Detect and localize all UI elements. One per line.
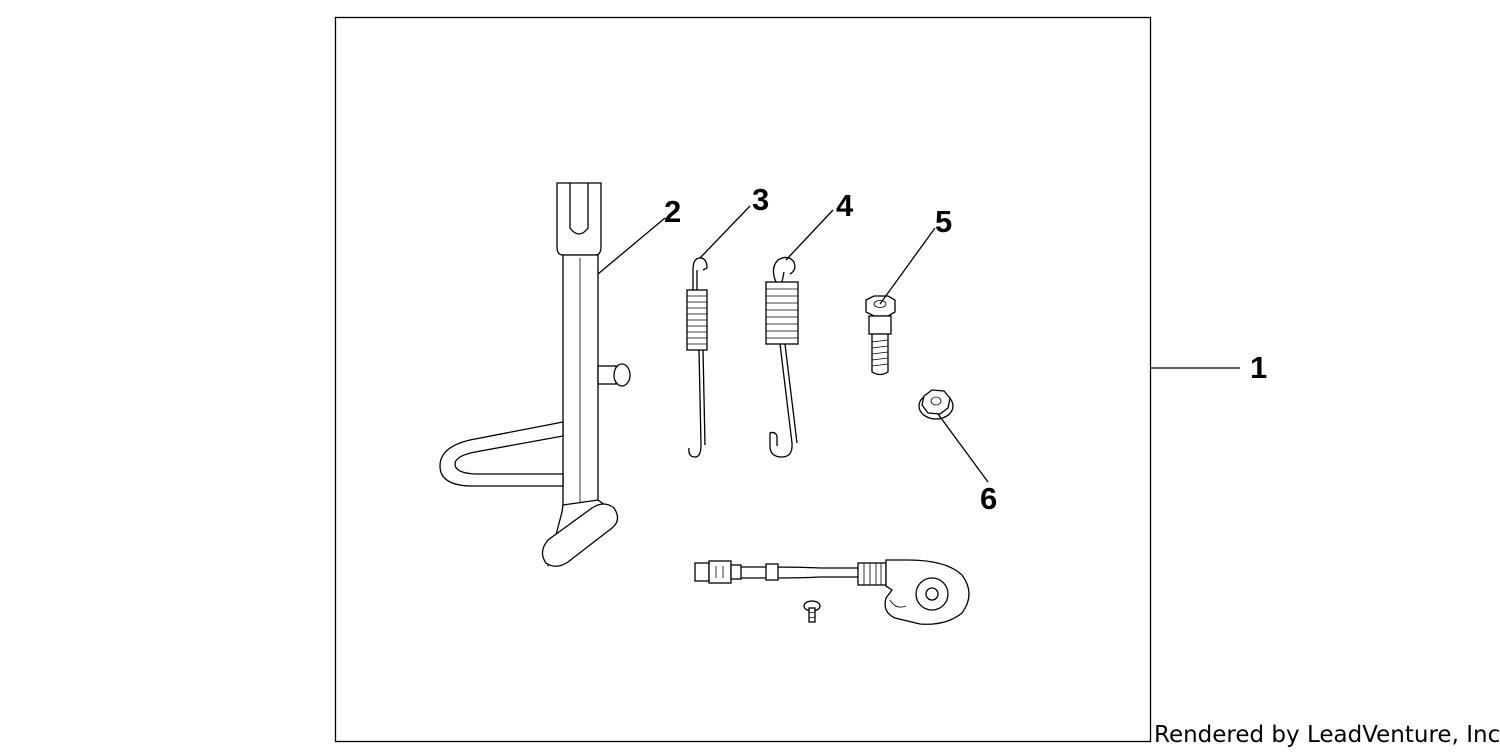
callout-5[interactable]: 5: [935, 204, 952, 239]
side-stand-drawing[interactable]: [439, 182, 631, 568]
leader-4: [699, 205, 751, 259]
bolt-drawing[interactable]: [865, 295, 896, 376]
leader-5: [879, 227, 936, 305]
nut-drawing[interactable]: [918, 389, 954, 420]
switch-drawing[interactable]: [694, 559, 970, 625]
screw-drawing[interactable]: [803, 600, 821, 623]
leader-2: [597, 217, 666, 275]
leader-6: [937, 413, 989, 483]
leader-3: [785, 209, 834, 261]
callout-1[interactable]: 1: [1250, 350, 1267, 385]
spring-long-drawing[interactable]: [765, 256, 799, 458]
callout-2[interactable]: 2: [664, 194, 681, 229]
spring-short-drawing[interactable]: [686, 257, 708, 458]
callout-3[interactable]: 4: [836, 188, 854, 223]
callout-6[interactable]: 6: [980, 481, 997, 516]
callout-4[interactable]: 3: [752, 182, 769, 217]
kit-frame: [334, 16, 1152, 743]
render-credit: Rendered by LeadVenture, Inc.: [1154, 722, 1500, 748]
